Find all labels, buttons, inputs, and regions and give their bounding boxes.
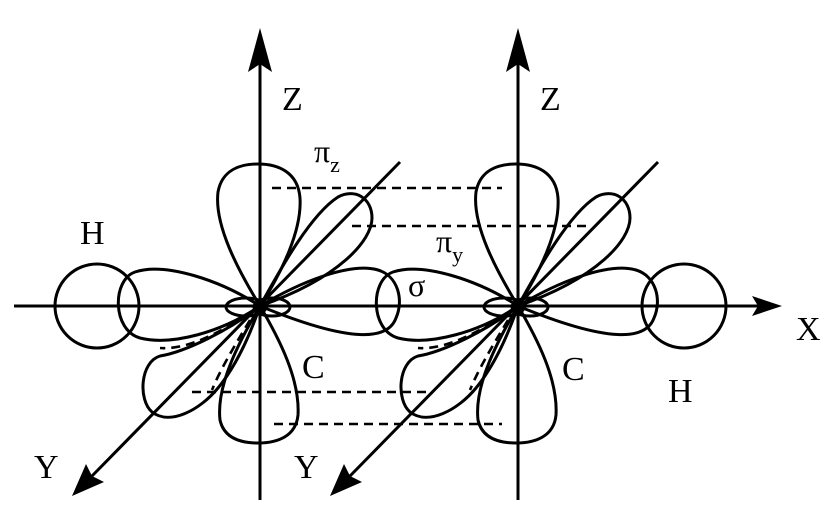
sp2-lobe-lower-left-right: [399, 304, 520, 419]
y-axis-left: [90, 160, 402, 478]
pi-y-label: πy: [436, 223, 463, 267]
sp2-lobe-upper-right-right: [516, 192, 632, 308]
hidden-lobe-right-2: [468, 319, 510, 391]
sp2-lobe-left-left: [116, 267, 262, 342]
y-axis-left-arrowhead: [72, 464, 104, 496]
hydrogen-left-label: H: [80, 215, 105, 252]
hydrogen-s-orbital-right: [640, 262, 728, 350]
carbon-left: [53, 28, 402, 500]
sigma-label: σ: [408, 267, 425, 303]
pi-z-label: πz: [314, 133, 340, 177]
pz-lower-lobe-left: [218, 304, 300, 445]
pi-overlap-lines: [192, 186, 586, 426]
hidden-lobe-right: [417, 304, 519, 350]
carbon-right: [330, 28, 728, 500]
pi-y-subscript: y: [452, 242, 463, 267]
y-axis-right-label: Y: [294, 449, 319, 486]
small-lobe-right-a: [482, 296, 526, 318]
small-lobe-left-a: [224, 296, 268, 318]
small-lobe-right-b: [510, 296, 550, 318]
pi-z-subscript: z: [330, 152, 340, 177]
x-axis-label: X: [796, 311, 821, 348]
carbon-right-label: C: [562, 351, 585, 388]
pi-z-symbol: π: [314, 133, 330, 169]
x-axis-arrowhead: [752, 296, 782, 316]
pz-upper-lobe-right: [474, 162, 560, 308]
z-axis-right-arrowhead: [506, 28, 530, 72]
z-axis-left-arrowhead: [248, 28, 272, 72]
pz-upper-lobe-left: [216, 162, 302, 308]
sp2-lobe-right-left: [258, 266, 401, 337]
sp2-lobe-left-right: [374, 267, 520, 342]
y-axis-right-arrowhead: [330, 464, 362, 496]
hidden-lobe-left-2: [210, 319, 252, 391]
hidden-lobe-left: [159, 304, 261, 350]
pi-y-symbol: π: [436, 223, 452, 259]
hydrogen-right-label: H: [668, 373, 693, 410]
z-axis-right-label: Z: [540, 81, 561, 118]
z-axis-left-label: Z: [282, 81, 303, 118]
hydrogen-s-orbital-left: [53, 262, 141, 350]
sp2-lobe-lower-left-left: [141, 304, 262, 419]
y-axis-left-label: Y: [34, 449, 59, 486]
sp2-lobe-right-right: [516, 266, 659, 337]
carbon-left-label: C: [302, 349, 325, 386]
sp2-lobe-upper-right-left: [258, 192, 374, 308]
pz-lower-lobe-right: [476, 304, 558, 445]
small-lobe-left-b: [252, 296, 292, 318]
